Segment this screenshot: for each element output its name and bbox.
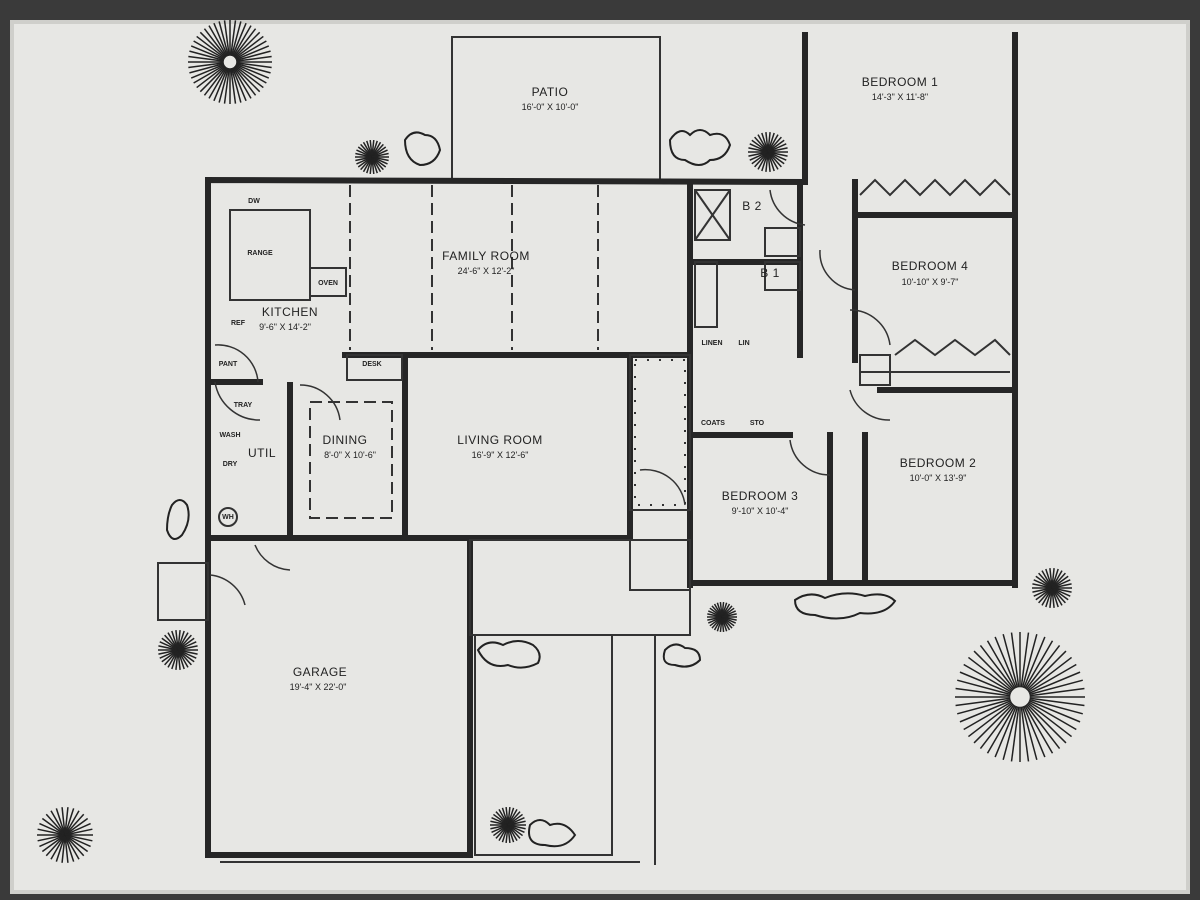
living-room-label: LIVING ROOM — [457, 433, 543, 447]
fixture-labels: DW RANGE OVEN REF PANT DESK TRAY WASH DR… — [218, 198, 765, 527]
dishwasher-label: DW — [248, 198, 260, 205]
dining-size: 8'-0" X 10'-6" — [324, 450, 376, 460]
room-labels: PATIO 16'-0" X 10'-0" BEDROOM 1 14'-3" X… — [248, 75, 976, 692]
lin-label: LIN — [738, 340, 749, 347]
dining-label: DINING — [323, 433, 368, 447]
kitchen-label: KITCHEN — [262, 305, 318, 319]
garage-label: GARAGE — [293, 665, 347, 679]
family-room-size: 24'-6" X 12'-2" — [458, 266, 515, 276]
family-room-label: FAMILY ROOM — [442, 249, 530, 263]
closet-doors — [859, 178, 1011, 373]
living-room-size: 16'-9" X 12'-6" — [472, 450, 529, 460]
washer-label: WASH — [220, 432, 241, 439]
tree-icon — [955, 632, 1085, 762]
bedroom3-label: BEDROOM 3 — [722, 489, 799, 503]
tray-label: TRAY — [234, 402, 253, 409]
walls — [157, 32, 1018, 865]
oven-label: OVEN — [318, 280, 338, 287]
desk-label: DESK — [362, 361, 381, 368]
bedroom2-label: BEDROOM 2 — [900, 456, 977, 470]
tree-icon — [188, 20, 272, 104]
bath2-label: B 2 — [742, 199, 762, 213]
patio-size: 16'-0" X 10'-0" — [522, 102, 579, 112]
pantry-label: PANT — [219, 361, 238, 368]
range-label: RANGE — [247, 250, 273, 257]
storage-label: STO — [750, 420, 765, 427]
water-heater-label: WH — [222, 514, 234, 521]
util-label: UTIL — [248, 446, 276, 460]
bedroom3-size: 9'-10" X 10'-4" — [732, 506, 789, 516]
tree-icon — [1032, 568, 1072, 608]
bedroom1-label: BEDROOM 1 — [862, 75, 939, 89]
tree-icon — [707, 602, 737, 632]
tree-icon — [158, 630, 198, 670]
linen-label: LINEN — [702, 340, 723, 347]
bedroom4-size: 10'-10" X 9'-7" — [902, 277, 959, 287]
kitchen-size: 9'-6" X 14'-2" — [259, 322, 311, 332]
garage-size: 19'-4" X 22'-0" — [290, 682, 347, 692]
paper — [12, 22, 1188, 892]
bedroom1-size: 14'-3" X 11'-8" — [872, 92, 928, 102]
bedroom4-label: BEDROOM 4 — [892, 259, 969, 273]
dryer-label: DRY — [223, 461, 238, 468]
bath1-label: B 1 — [760, 266, 780, 280]
coats-label: COATS — [701, 420, 725, 427]
tree-icon — [748, 132, 788, 172]
tree-icon — [490, 807, 526, 843]
shrubs — [165, 129, 897, 848]
tree-icon — [355, 140, 389, 174]
bedroom2-size: 10'-0" X 13'-9" — [910, 473, 967, 483]
doors — [209, 189, 891, 606]
tree-icon — [37, 807, 93, 863]
patio-label: PATIO — [532, 85, 569, 99]
refrigerator-label: REF — [231, 320, 246, 327]
